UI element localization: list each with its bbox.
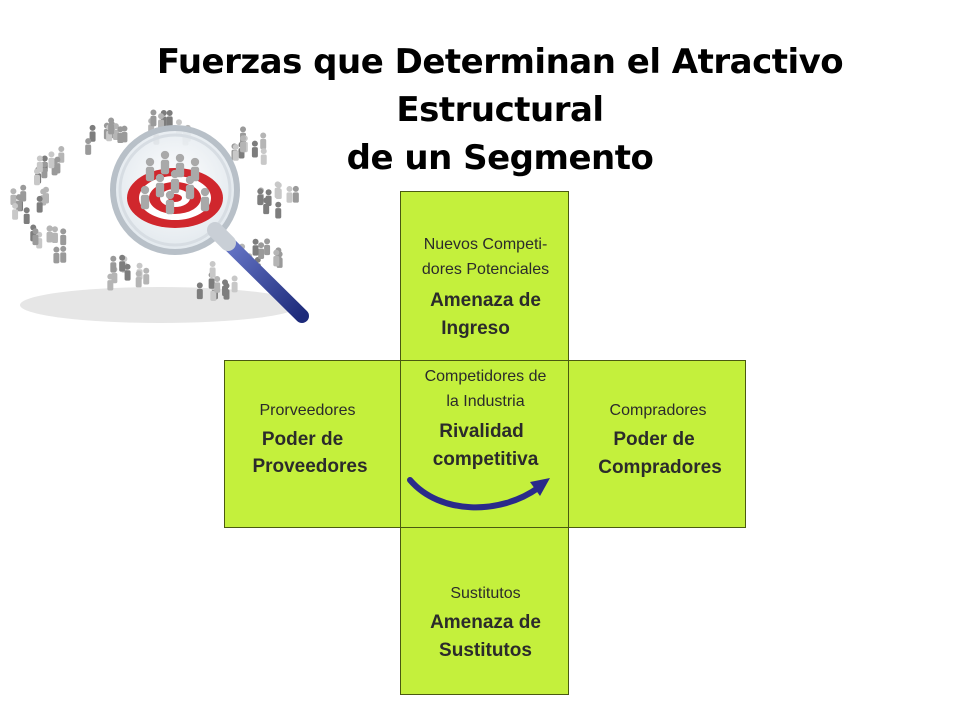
force-rivalry-label-1: Competidores de [424,368,547,385]
person-figure [232,143,239,161]
person-figure [273,249,280,267]
person-figure [155,173,165,198]
person-figure [119,254,126,272]
person-figure [12,202,19,220]
force-box-buyers: Compradores Poder de Compradores [568,360,746,528]
person-figure [110,255,117,273]
person-figure [258,242,265,259]
person-figure [185,175,195,200]
person-figure [165,190,175,215]
person-figure [150,109,157,127]
person-figure [46,225,53,243]
person-figure [48,151,55,169]
person-figure [41,161,48,179]
person-figure [275,182,282,200]
person-figure [117,126,124,144]
person-figure [51,226,58,244]
force-rivalry-strong-2: competitiva [432,449,539,470]
person-figure [143,267,150,285]
person-figure [260,148,267,165]
force-rivalry-strong-1: Rivalidad [439,421,524,442]
person-figure [85,138,92,155]
magnifier-crowd-target-icon [10,109,309,323]
person-figure [286,185,293,203]
person-figure [107,273,114,291]
person-figure [60,228,67,246]
target-people [140,150,210,215]
person-figure [23,207,30,225]
person-figure [252,238,259,256]
force-substitutes-strong-1: Amenaza de [430,612,541,633]
person-figure [170,169,180,194]
person-figure [10,188,17,206]
person-figure [36,195,43,213]
force-entrants-strong-2: Ingreso [441,318,510,339]
force-buyers-strong-1: Poder de [613,429,695,450]
person-figure [200,187,210,212]
force-entrants-label-1: Nuevos Competi- [423,236,548,253]
force-suppliers-strong-2: Proveedores [252,456,368,477]
person-figure [260,132,267,150]
person-figure [124,263,131,281]
force-suppliers-label: Prorveedores [259,402,356,419]
person-figure [89,124,96,142]
person-figure [36,155,43,173]
person-figure [222,279,229,297]
person-figure [240,135,247,153]
person-figure [60,245,67,263]
force-rivalry-label-2: la Industria [446,393,525,410]
force-suppliers-strong-1: Poder de [261,429,344,450]
person-figure [275,201,282,219]
person-figure [214,275,221,293]
person-figure [135,270,142,288]
person-figure [145,157,155,182]
person-figure [108,117,115,135]
force-entrants-strong-1: Amenaza de [430,290,541,311]
page-title: Fuerzas que Determinan el Atractivo Estr… [60,38,940,182]
person-figure [43,186,49,204]
force-buyers-strong-2: Compradores [598,457,722,478]
force-box-substitutes: Sustitutos Amenaza de Sustitutos [400,527,569,695]
person-figure [32,228,39,246]
crowd-figures [10,109,299,301]
person-figure [20,184,27,202]
person-figure [231,275,238,293]
person-figure [54,156,61,174]
person-figure [209,260,216,278]
title-line-1: Fuerzas que Determinan el Atractivo Estr… [156,42,844,130]
person-figure [140,185,150,210]
force-buyers-label: Compradores [609,402,707,419]
person-figure [166,109,173,127]
title-line-2: de un Segmento [346,138,654,178]
person-figure [263,197,270,215]
force-box-new-entrants: Nuevos Competi- dores Potenciales Amenaz… [400,191,569,361]
person-figure [196,282,203,300]
rivalry-curved-arrow-icon [407,477,550,511]
person-figure [53,246,60,264]
force-substitutes-label: Sustitutos [450,585,521,602]
person-figure [160,150,170,175]
force-entrants-label-2: dores Potenciales [421,261,550,278]
person-figure [264,238,271,256]
person-figure [257,188,264,206]
force-substitutes-strong-2: Sustitutos [439,640,532,661]
person-figure [292,185,299,203]
force-box-suppliers: Prorveedores Poder de Proveedores [224,360,401,528]
person-figure [251,140,258,158]
force-box-rivalry: Competidores de la Industria Rivalidad c… [400,360,569,528]
person-figure [15,194,22,211]
